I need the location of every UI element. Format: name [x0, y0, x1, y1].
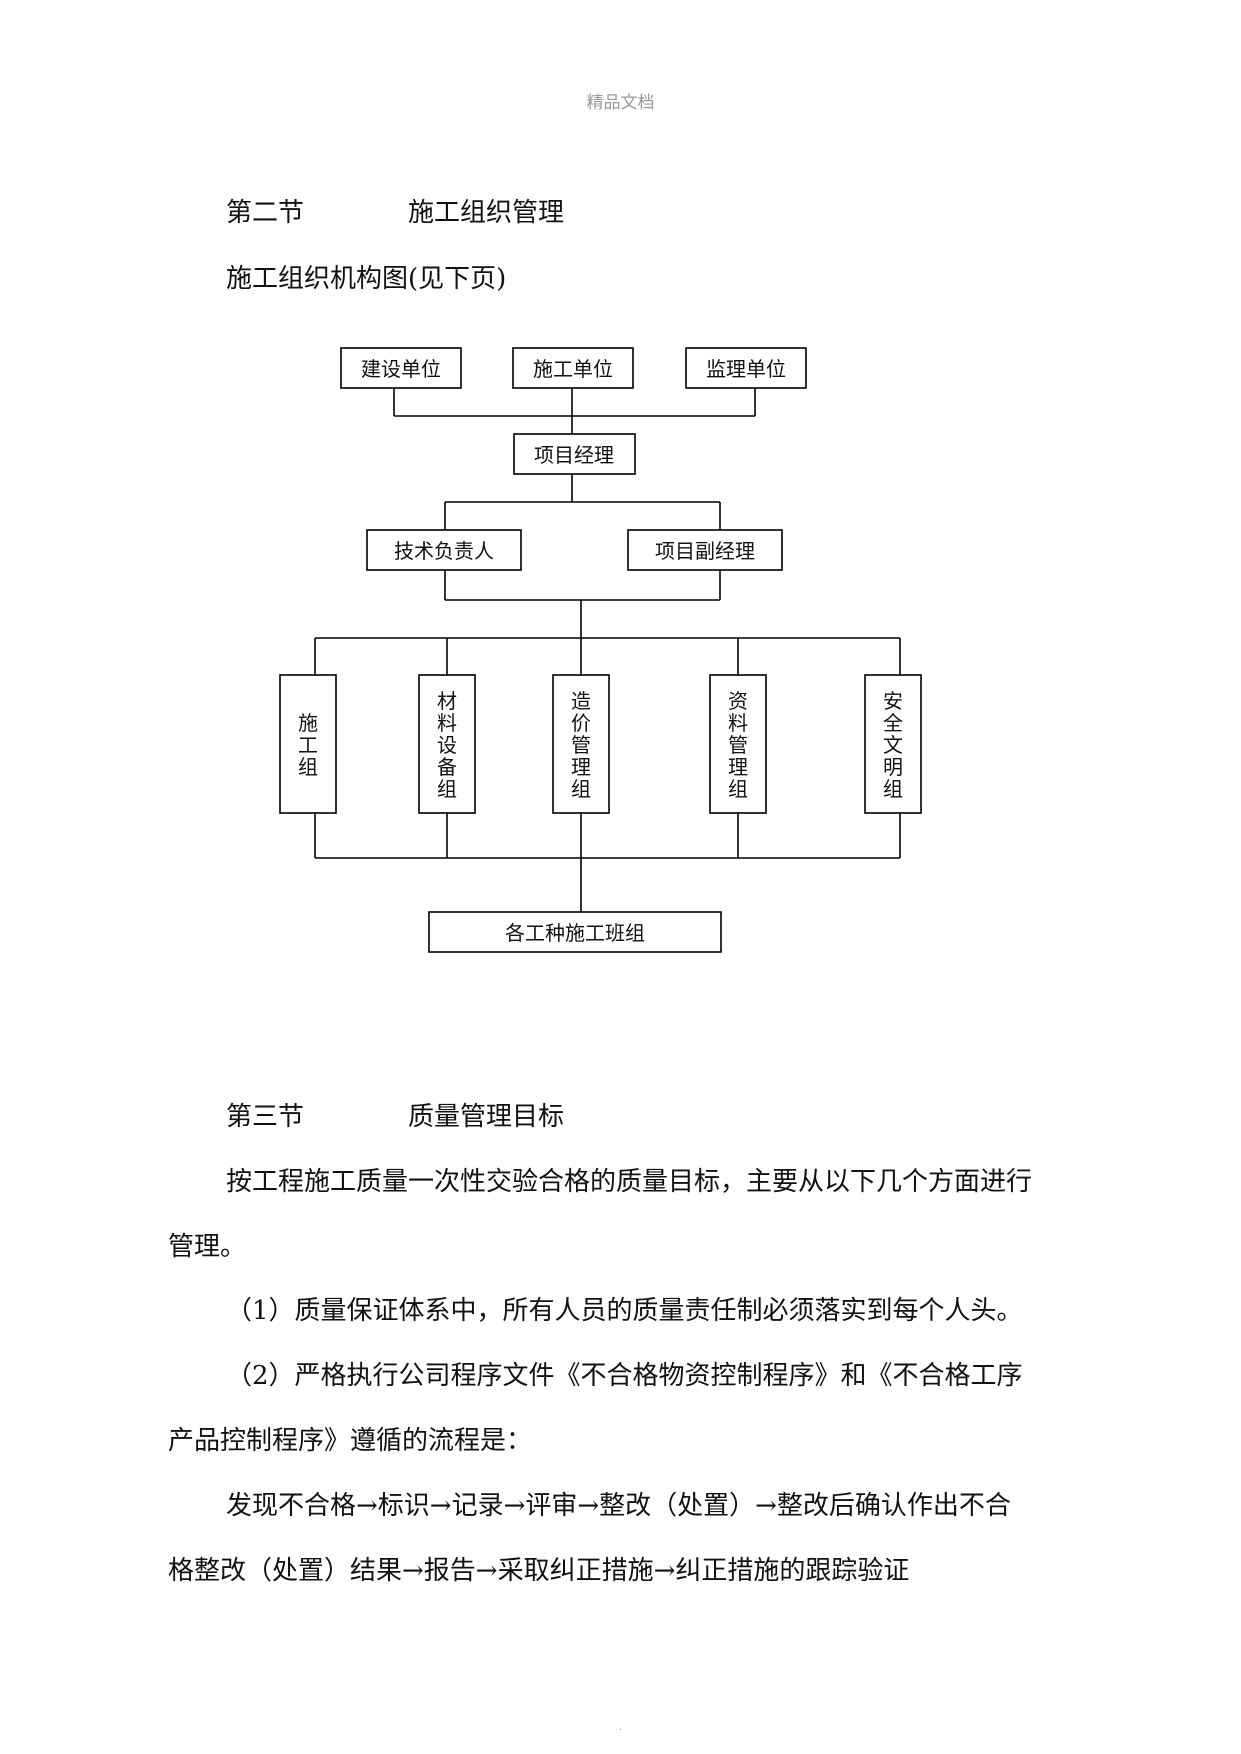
page-footer-mark: .: [618, 1722, 623, 1733]
section-2-number: 第二节: [226, 198, 305, 228]
box-group-construction-label: 施工组: [298, 711, 318, 779]
box-technical-lead-label: 技术负责人: [394, 539, 494, 563]
box-work-teams-label: 各工种施工班组: [505, 921, 645, 945]
box-owner-unit: 建设单位: [340, 347, 462, 389]
paragraph-1-line-1: 按工程施工质量一次性交验合格的质量目标，主要从以下几个方面进行: [226, 1167, 1033, 1197]
box-group-safety-label: 安全文明组: [883, 689, 903, 801]
paragraph-4-line-1: 发现不合格→标识→记录→评审→整改（处置）→整改后确认作出不合: [226, 1491, 1011, 1521]
box-deputy-manager-label: 项目副经理: [655, 539, 755, 563]
org-chart-connectors: [314, 388, 901, 912]
box-group-construction: 施工组: [279, 674, 337, 814]
section-3-number: 第三节: [226, 1102, 305, 1132]
box-group-documents-label: 资料管理组: [728, 689, 748, 801]
box-construction-unit-label: 施工单位: [533, 357, 613, 381]
box-construction-unit: 施工单位: [512, 347, 634, 389]
box-technical-lead: 技术负责人: [366, 529, 522, 571]
page-header: 精品文档: [586, 93, 655, 113]
box-work-teams: 各工种施工班组: [428, 911, 722, 953]
box-supervision-unit: 监理单位: [685, 347, 807, 389]
paragraph-2: （1）质量保证体系中，所有人员的质量责任制必须落实到每个人头。: [226, 1296, 1023, 1326]
section-2-subtitle: 施工组织机构图(见下页): [226, 264, 507, 294]
paragraph-1-line-2: 管理。: [168, 1232, 247, 1262]
box-group-cost-label: 造价管理组: [571, 689, 591, 801]
box-supervision-unit-label: 监理单位: [706, 357, 786, 381]
box-owner-unit-label: 建设单位: [361, 357, 441, 381]
box-group-materials: 材料设备组: [418, 674, 476, 814]
section-2-title: 施工组织管理: [408, 198, 565, 228]
box-project-manager: 项目经理: [513, 433, 636, 475]
section-3-title: 质量管理目标: [408, 1102, 565, 1132]
box-group-safety: 安全文明组: [864, 674, 922, 814]
box-group-documents: 资料管理组: [709, 674, 767, 814]
paragraph-3-line-2: 产品控制程序》遵循的流程是：: [168, 1426, 533, 1456]
paragraph-4-line-2: 格整改（处置）结果→报告→采取纠正措施→纠正措施的跟踪验证: [168, 1556, 910, 1586]
paragraph-3-line-1: （2）严格执行公司程序文件《不合格物资控制程序》和《不合格工序: [226, 1361, 1023, 1391]
box-group-cost: 造价管理组: [552, 674, 610, 814]
box-deputy-manager: 项目副经理: [627, 529, 783, 571]
box-group-materials-label: 材料设备组: [437, 689, 457, 801]
box-project-manager-label: 项目经理: [534, 443, 614, 467]
